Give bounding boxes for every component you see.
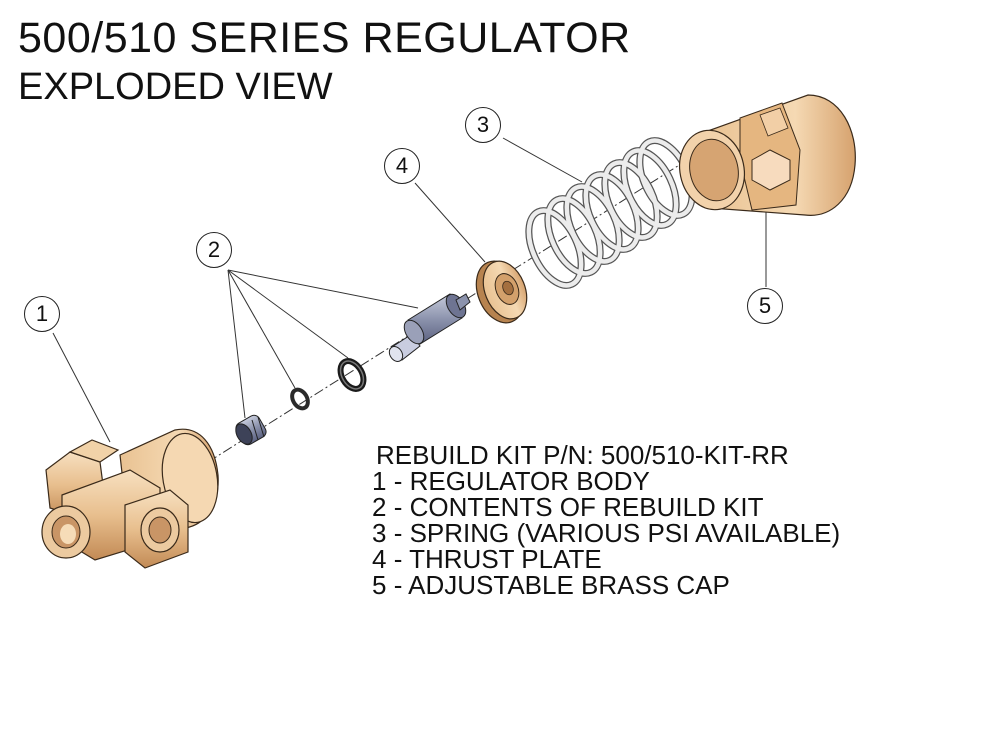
legend-item-separator: - (386, 466, 410, 496)
legend-item-separator: - (386, 492, 410, 522)
threaded-plug (235, 414, 267, 446)
diagram-title: 500/510 SERIES REGULATOR (18, 14, 631, 62)
spring-part (525, 137, 696, 289)
diagram-subtitle: EXPLODED VIEW (18, 66, 333, 108)
legend-item-separator: - (386, 570, 409, 600)
rebuild-kit-legend: REBUILD KIT P/N: 500/510-KIT-RR 1 - REGU… (372, 442, 840, 598)
rebuild-kit-heading: REBUILD KIT P/N: 500/510-KIT-RR (376, 440, 789, 470)
valve-piston (388, 293, 471, 362)
callout-3: 3 (465, 107, 501, 143)
legend-item: 3 - SPRING (VARIOUS PSI AVAILABLE) (372, 520, 840, 546)
legend-item-number: 1 (372, 466, 387, 496)
regulator-body-part (41, 428, 219, 569)
rebuild-kit-parts (235, 293, 471, 446)
legend-item-separator: - (386, 544, 410, 574)
legend-item-number: 5 (372, 570, 387, 600)
o-ring-small (290, 387, 310, 411)
adjustable-brass-cap-part (679, 94, 856, 216)
legend-item: 1 - REGULATOR BODY (372, 468, 840, 494)
o-ring-large (337, 358, 367, 392)
legend-item-label: REGULATOR BODY (409, 466, 650, 496)
legend-item-number: 3 (372, 518, 387, 548)
legend-item-separator: - (386, 518, 410, 548)
callout-5: 5 (747, 288, 783, 324)
legend-item-label: ADJUSTABLE BRASS CAP (408, 570, 730, 600)
legend-item: 5 - ADJUSTABLE BRASS CAP (372, 572, 840, 598)
legend-item-label: SPRING (VARIOUS PSI AVAILABLE) (409, 518, 841, 548)
legend-item-number: 4 (372, 544, 387, 574)
callout-2: 2 (196, 232, 232, 268)
legend-item-label: THRUST PLATE (409, 544, 602, 574)
legend-item-number: 2 (372, 492, 387, 522)
legend-item-label: CONTENTS OF REBUILD KIT (409, 492, 764, 522)
leader-lines (52, 137, 767, 443)
callout-1: 1 (24, 296, 60, 332)
legend-item: 2 - CONTENTS OF REBUILD KIT (372, 494, 840, 520)
thrust-plate-part (475, 260, 528, 324)
legend-item: 4 - THRUST PLATE (372, 546, 840, 572)
callout-4: 4 (384, 148, 420, 184)
